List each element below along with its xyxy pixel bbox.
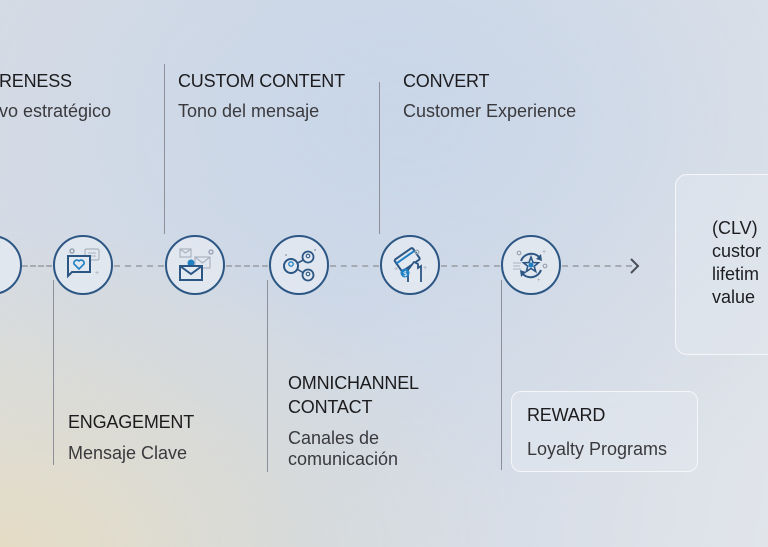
- clv-line: custor: [712, 241, 762, 261]
- heart-chat-icon: +: [67, 248, 100, 279]
- stage-custom-content: CUSTOM CONTENT Tono del mensaje: [178, 71, 345, 122]
- node-awareness: [0, 235, 22, 295]
- node-custom-content: [165, 235, 225, 295]
- timeline-dash: [562, 265, 632, 267]
- node-omnichannel: [269, 235, 329, 295]
- stage-omnichannel: OMNICHANNEL CONTACT Canales de comunicac…: [288, 371, 419, 470]
- stage-subtitle: vo estratégico: [0, 101, 112, 121]
- clv-line: value: [712, 287, 756, 307]
- stage-engagement: ENGAGEMENT Mensaje Clave: [68, 412, 194, 464]
- clv-line: (CLV): [712, 218, 758, 238]
- loyalty-star-icon: + +: [513, 249, 548, 284]
- clv-line: lifetim: [712, 264, 760, 284]
- node-reward: + +: [501, 235, 561, 295]
- node-engagement: +: [53, 235, 113, 295]
- timeline-dash: [226, 265, 268, 267]
- svg-text:+: +: [95, 270, 99, 277]
- stage-subtitle: Tono del mensaje: [178, 101, 320, 121]
- stage-title: RENESS: [0, 71, 72, 91]
- stage-convert: CONVERT Customer Experience: [403, 71, 576, 122]
- connector-omnichannel: [267, 280, 268, 472]
- timeline-dash: [22, 265, 52, 267]
- timeline-dash: [441, 265, 500, 267]
- stage-subtitle-line2: comunicación: [288, 449, 399, 469]
- clv-text: (CLV) custor lifetim value: [712, 217, 761, 309]
- timeline-dash: [330, 265, 379, 267]
- stage-title: REWARD: [527, 405, 606, 425]
- partial-circle-icon: [0, 237, 20, 293]
- stage-awareness: RENESS vo estratégico: [0, 71, 111, 122]
- card-payment-icon: $ + +: [393, 247, 427, 282]
- svg-text:+: +: [542, 249, 546, 256]
- stage-subtitle-line1: Canales de: [288, 428, 380, 448]
- svg-text:+: +: [423, 265, 427, 272]
- share-network-icon: [283, 249, 316, 282]
- connector-engagement: [53, 280, 54, 465]
- connector-reward: [501, 280, 502, 470]
- stage-title: ENGAGEMENT: [68, 412, 195, 432]
- svg-text:+: +: [537, 278, 541, 284]
- stage-title: CONVERT: [403, 71, 490, 91]
- clv-outcome-card: (CLV) custor lifetim value: [675, 174, 768, 355]
- stage-title-line2: CONTACT: [288, 397, 373, 417]
- stage-reward-card: REWARD Loyalty Programs: [511, 391, 698, 472]
- emails-icon: [179, 248, 214, 281]
- stage-title: CUSTOM CONTENT: [178, 71, 345, 91]
- stage-subtitle: Mensaje Clave: [68, 443, 188, 463]
- stage-title-line1: OMNICHANNEL: [288, 373, 419, 393]
- connector-convert: [379, 82, 380, 234]
- stage-subtitle: Loyalty Programs: [527, 439, 668, 459]
- node-convert: $ + +: [380, 235, 440, 295]
- timeline-dash: [114, 265, 164, 267]
- svg-text:+: +: [394, 266, 398, 273]
- stage-subtitle: Customer Experience: [403, 101, 577, 121]
- arrow-right-icon: [630, 258, 640, 274]
- svg-text:$: $: [403, 270, 407, 278]
- connector-custom-content: [164, 64, 165, 234]
